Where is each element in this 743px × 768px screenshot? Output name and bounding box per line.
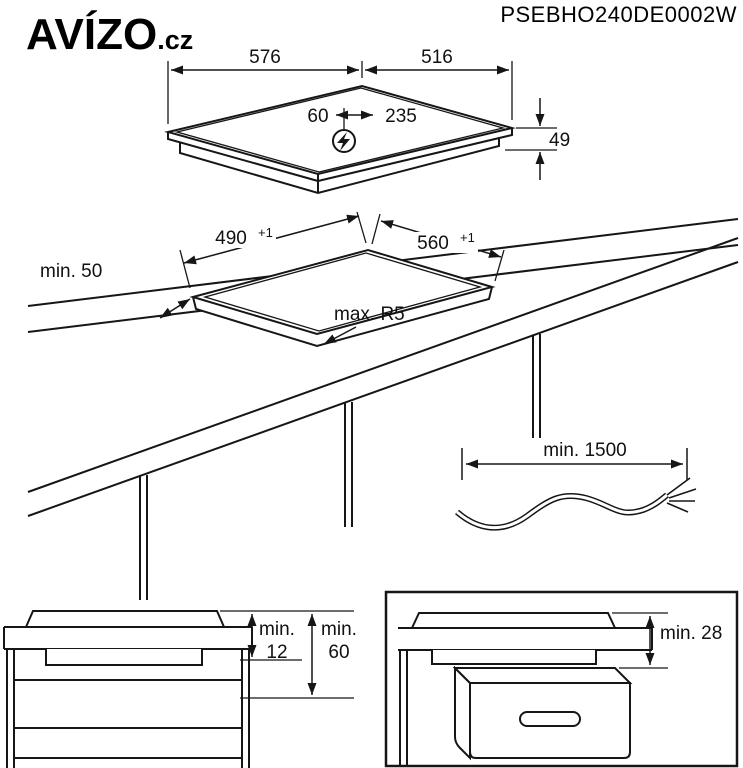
dim-edge-clearance: min. 50 [40,261,102,282]
dim-cutout-width: 490 [215,228,247,249]
cable-wire-ends-icon [666,477,697,513]
dim-extension-line [371,213,381,245]
dim-cutout-depth: 560 [417,233,449,254]
cutout-hole-fill [193,250,492,334]
dim-cutout-depth-tol: +1 [460,230,475,245]
dim-hob-height: 49 [549,130,570,151]
oven-clearance-view: min. 28 [384,590,739,768]
hob-glass-bevel [174,87,506,173]
lightning-bolt-icon [337,132,350,151]
oven [452,665,633,761]
avizo-logo: AVÍZO.cz [26,10,193,60]
logo-tld: .cz [157,25,194,55]
edge-clearance-arrow [159,298,191,319]
hob-section [410,612,617,629]
cutout-thickness-edge [192,286,493,348]
oven-side [454,665,471,761]
dim-shelf-value: 60 [328,642,349,663]
dim-cutout-width-tol: +1 [258,225,273,240]
worktop-cutout-view: min. 50 490 +1 560 +1 max. R5 [27,211,739,600]
product-code: PSEBHO240DE0002W [500,2,737,27]
dim-extension-line [179,249,191,289]
oven-top [452,667,633,684]
worktop-front-edge-bottom [27,261,739,517]
dim-conn-offset-right: 235 [385,106,417,127]
power-cable-view: min. 1500 [455,440,697,531]
hob-tub-section [45,649,203,666]
dim-corner-radius: max. R5 [334,304,405,325]
label-mask [400,232,478,253]
worktop-front-edge-top [27,237,739,493]
wire-end [668,488,697,499]
wire-end [666,477,691,496]
dim-drawer-value: 12 [266,642,287,663]
dim-hob-width: 576 [249,47,281,68]
dim-oven-gap: min. 28 [660,623,722,644]
corner-radius-arrow [323,326,357,345]
dim-cable-length: min. 1500 [543,440,626,461]
hob-tub-section [431,650,597,665]
power-cable-inner [456,493,668,530]
hob-top-view: 576 516 49 60 235 [164,47,570,195]
power-connection-point [332,129,356,153]
cutout-outline [189,248,496,336]
logo-text: AVÍZO [26,10,158,59]
drawer-clearance-view: min. 12 min. 60 [3,610,357,768]
wire-end [666,502,689,513]
dim-hob-depth: 516 [421,47,453,68]
label-mask [200,227,276,248]
cutout-inner-edge [202,252,483,332]
hob-section [24,610,226,628]
dim-drawer-label: min. [259,619,295,640]
oven-handle [519,711,581,727]
hob-glass-thickness [167,128,513,183]
dim-extension-line [494,249,505,282]
dim-shelf-label: min. [321,619,357,640]
dim-conn-offset-left: 60 [307,106,328,127]
